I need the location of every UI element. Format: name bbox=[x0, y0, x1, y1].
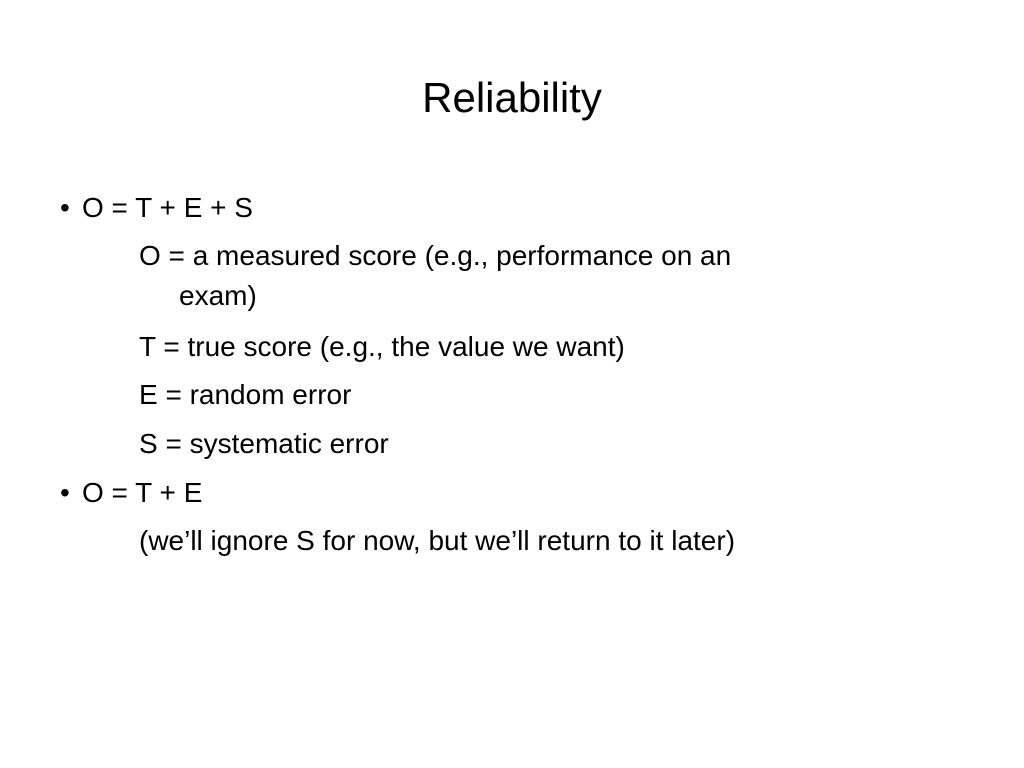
sub-item-text-line2: exam) bbox=[179, 280, 257, 311]
bullet-text: O = T + E bbox=[82, 477, 203, 508]
slide-title: Reliability bbox=[422, 74, 602, 121]
sub-item-text-line1: O = a measured score (e.g., performance … bbox=[139, 240, 732, 271]
sub-item-note: (we’ll ignore S for now, but we’ll retur… bbox=[139, 525, 736, 556]
bullet-marker: • bbox=[60, 477, 70, 508]
sub-item-true-score: T = true score (e.g., the value we want) bbox=[139, 331, 625, 362]
bullet-item-2: • O = T + E bbox=[60, 476, 202, 510]
bullet-marker: • bbox=[60, 192, 70, 223]
sub-item-random-error: E = random error bbox=[139, 379, 352, 410]
bullet-text: O = T + E + S bbox=[82, 192, 253, 223]
sub-item-systematic-error: S = systematic error bbox=[139, 428, 389, 459]
bullet-item-1: • O = T + E + S bbox=[60, 191, 253, 225]
sub-item-observed-score: O = a measured score (e.g., performance … bbox=[139, 236, 879, 316]
